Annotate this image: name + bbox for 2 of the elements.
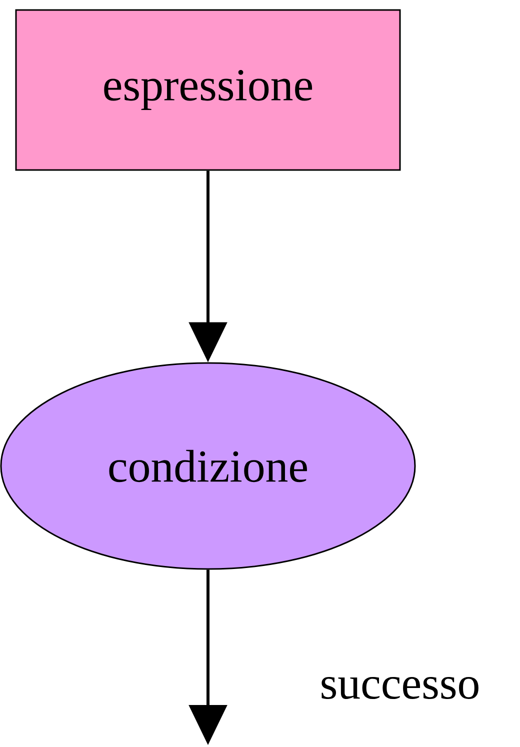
process-box: espressione: [15, 9, 401, 171]
edge-label: successo: [322, 676, 478, 700]
